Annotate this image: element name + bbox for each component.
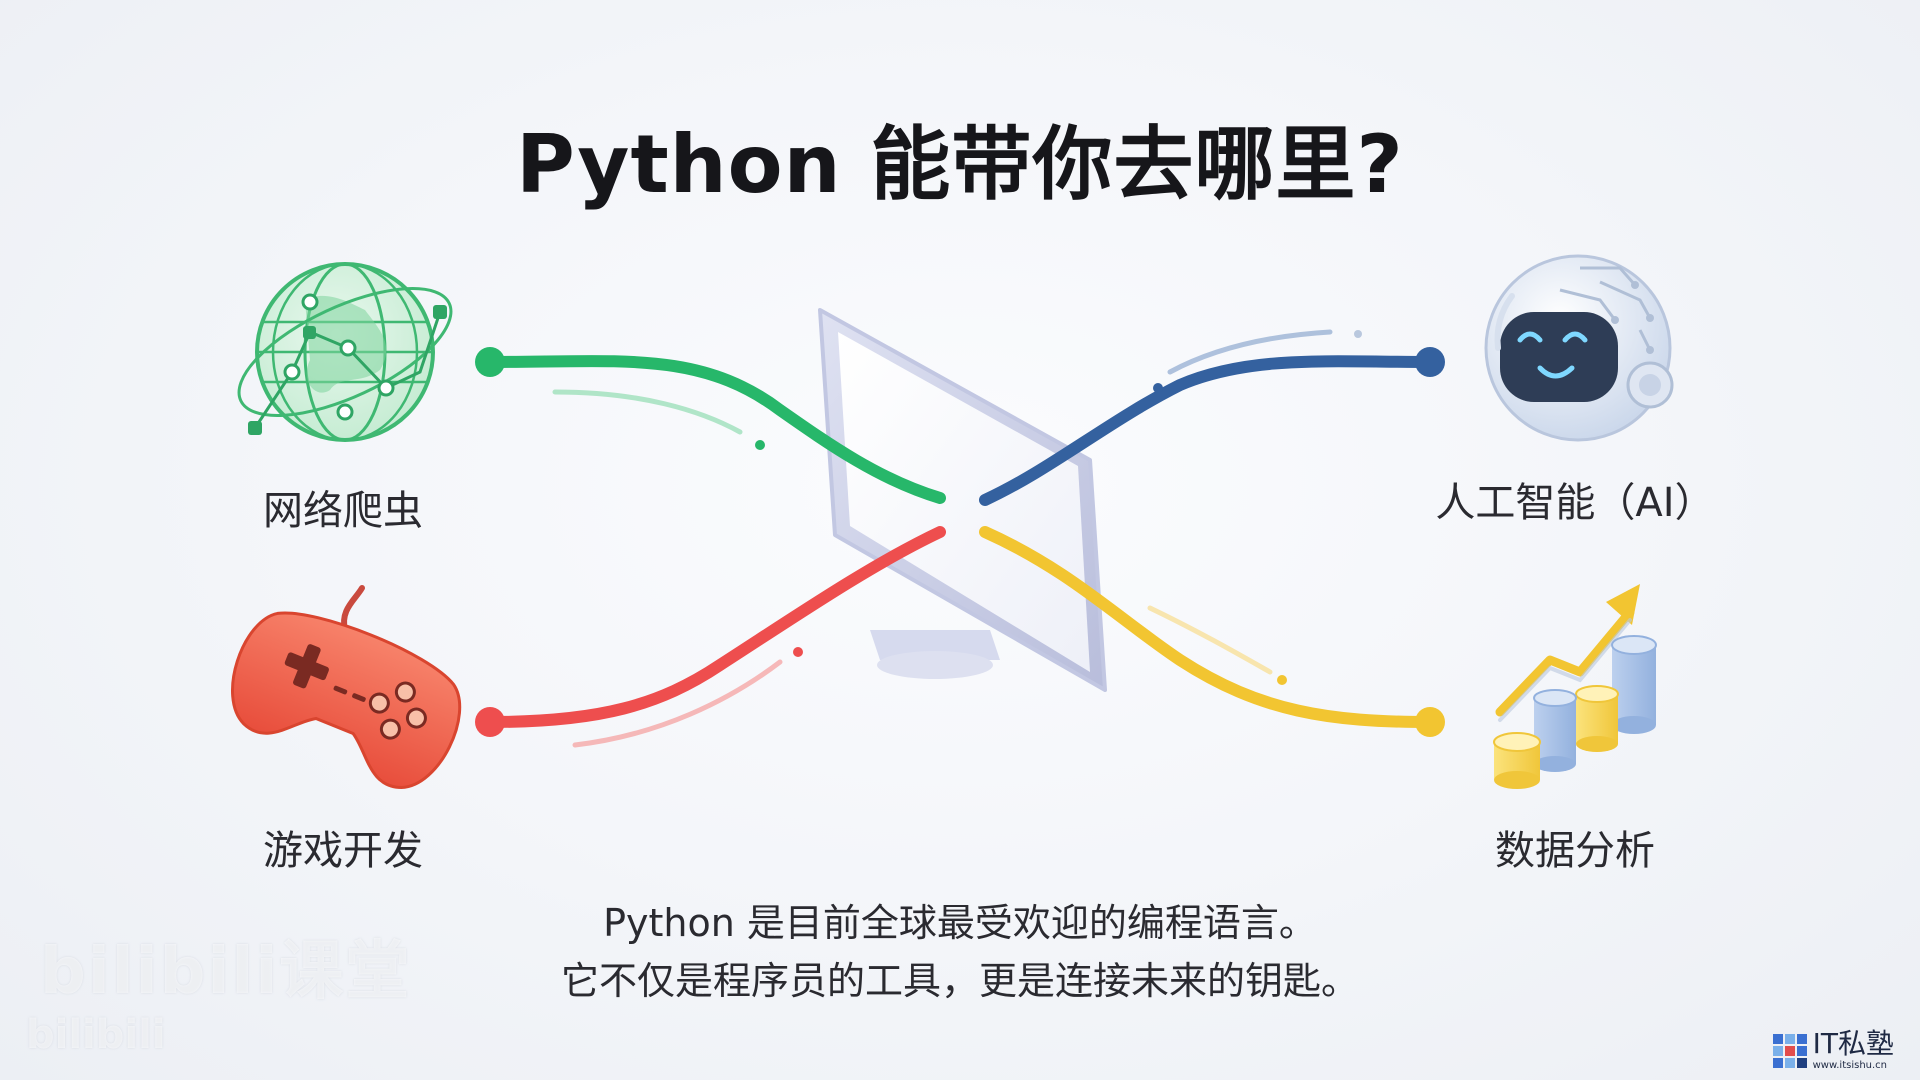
connector-web-crawler — [475, 347, 946, 504]
globe-network-icon — [237, 262, 453, 442]
connector-data-analysis — [979, 526, 1445, 737]
label-data-analysis: 数据分析 — [1495, 828, 1655, 874]
brand-url: www.itsishu.cn — [1812, 1060, 1888, 1071]
connector-game-dev — [475, 526, 946, 748]
label-ai: 人工智能（AI） — [1435, 480, 1715, 526]
brand-grid-icon — [1772, 1033, 1807, 1068]
brand-name: IT私塾 — [1812, 1027, 1894, 1060]
computer-monitor-icon — [818, 308, 1107, 692]
caption-line-1: Python 是目前全球最受欢迎的编程语言。 — [603, 901, 1317, 945]
robot-head-icon — [1484, 254, 1674, 442]
bilibili-watermark: bilibili — [26, 1012, 166, 1058]
label-game-dev: 游戏开发 — [263, 828, 423, 874]
data-chart-icon — [1493, 584, 1657, 789]
bilibili-class-watermark: bilibili课堂 — [40, 935, 412, 1009]
connector-ai — [979, 329, 1445, 506]
page-title: Python 能带你去哪里? — [516, 118, 1404, 211]
gamepad-icon — [231, 585, 462, 789]
caption-line-2: 它不仅是程序员的工具，更是连接未来的钥匙。 — [560, 959, 1359, 1003]
brand-logo: IT私塾 www.itsishu.cn — [1772, 1027, 1894, 1071]
label-web-crawler: 网络爬虫 — [263, 488, 423, 534]
